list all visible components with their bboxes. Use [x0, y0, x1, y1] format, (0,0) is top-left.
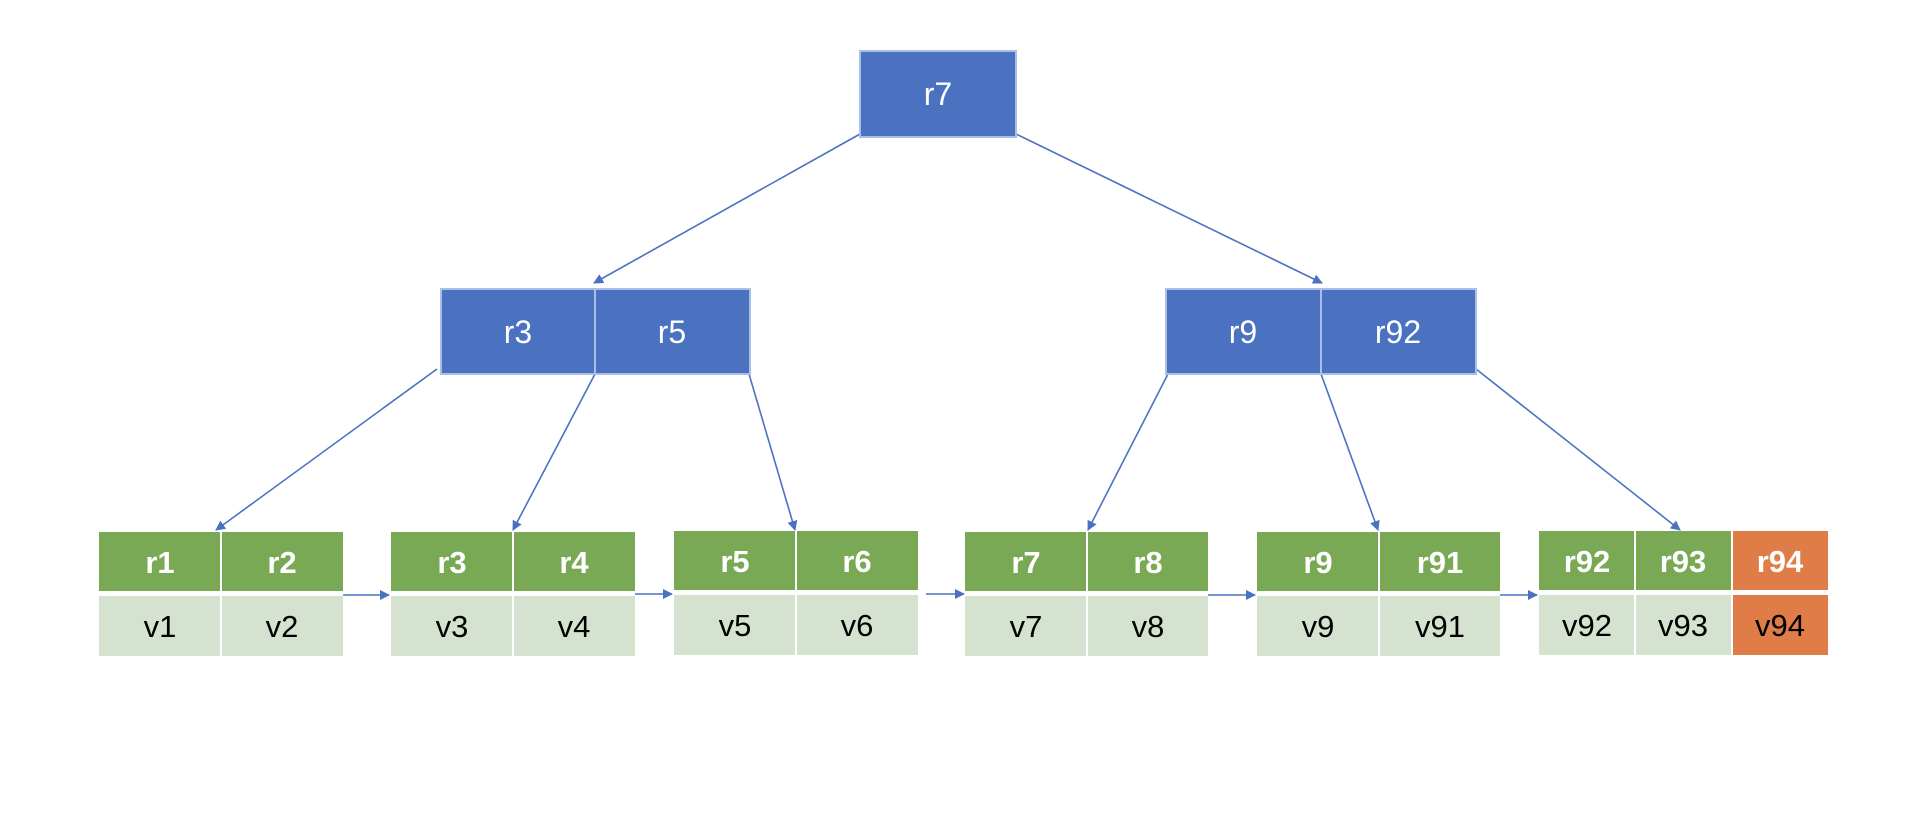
leaf-key-cell: [965, 532, 1087, 591]
leaf-key-cell: [1539, 531, 1635, 590]
leaf-key: r91: [1417, 545, 1464, 580]
internal-key: r3: [504, 314, 532, 350]
leaf-key-cell: [674, 531, 796, 590]
leaf-value: v7: [1010, 609, 1043, 644]
leaf-value-cell: [796, 595, 918, 655]
leaf-key-cell: [1379, 532, 1500, 591]
leaf-value: v9: [1302, 609, 1335, 644]
leaf-key: r2: [267, 545, 296, 580]
leaf-value: v91: [1415, 609, 1465, 644]
edge-left-internal-to-leaf-1: [215, 368, 438, 531]
leaf-key-cell: [221, 532, 343, 591]
leaf-value-cell: [1087, 596, 1208, 656]
leaf-value: v3: [436, 609, 469, 644]
leaf-key: r7: [1011, 545, 1040, 580]
root-node: r7: [859, 50, 1017, 138]
leaf-value: v92: [1562, 608, 1612, 643]
edge-root-to-left-internal: [593, 133, 861, 284]
leaf-key-cell: [1087, 532, 1208, 591]
leaf-key: r3: [437, 545, 466, 580]
leaf-value: v6: [841, 608, 874, 643]
highlighted-value: v94: [1755, 608, 1805, 643]
internal-key: r5: [658, 314, 686, 350]
leaf-node-6: r92 r93 r94 v92 v93 v94: [1539, 531, 1828, 655]
leaf-key: r9: [1303, 545, 1332, 580]
leaf-key-cell: [796, 531, 918, 590]
leaf-value-cell: [674, 595, 796, 655]
edge-right-internal-to-leaf-5: [1320, 373, 1380, 531]
internal-key-cell: [594, 288, 751, 375]
root-key-cell: [859, 50, 1017, 138]
internal-key-cell: [1320, 288, 1477, 375]
leaf-value: v4: [558, 609, 591, 644]
edge-root-to-right-internal: [1015, 133, 1323, 284]
leaf-node-2: r3 r4 v3 v4: [391, 532, 635, 656]
leaf-value: v5: [719, 608, 752, 643]
internal-node-left: r3 r5: [440, 288, 751, 375]
internal-key: r92: [1375, 314, 1421, 350]
leaf-key-cell: [1635, 531, 1732, 590]
leaf-node-1: r1 r2 v1 v2: [99, 532, 343, 656]
leaf-value: v93: [1658, 608, 1708, 643]
highlighted-key-cell: [1732, 531, 1828, 590]
leaf-value: v2: [266, 609, 299, 644]
leaf-key-cell: [513, 532, 635, 591]
leaf-value-cell: [1379, 596, 1500, 656]
leaf-key: r92: [1564, 544, 1611, 579]
leaf-key: r4: [559, 545, 589, 580]
leaf-key: r1: [145, 545, 174, 580]
leaf-key: r5: [720, 544, 749, 579]
highlighted-value-cell: [1732, 595, 1828, 655]
internal-key-cell: [440, 288, 596, 375]
leaf-value-cell: [1257, 596, 1379, 656]
leaf-value-cell: [513, 596, 635, 656]
leaf-node-3: r5 r6 v5 v6: [674, 531, 918, 655]
internal-node-right: r9 r92: [1165, 288, 1477, 375]
edge-right-internal-to-leaf-6: [1475, 368, 1681, 531]
internal-key: r9: [1229, 314, 1257, 350]
edge-left-internal-to-leaf-2: [512, 373, 596, 531]
edge-right-internal-to-leaf-4: [1087, 373, 1169, 531]
leaf-key: r8: [1133, 545, 1162, 580]
leaf-key-cell: [391, 532, 513, 591]
leaf-node-5: r9 r91 v9 v91: [1257, 532, 1500, 656]
leaf-node-4: r7 r8 v7 v8: [965, 532, 1208, 656]
leaf-key-cell: [1257, 532, 1379, 591]
edge-left-internal-to-leaf-3: [748, 373, 798, 531]
leaf-value-cell: [221, 596, 343, 656]
leaf-key-cell: [99, 532, 221, 591]
leaf-value: v1: [144, 609, 177, 644]
leaf-key: r93: [1660, 544, 1707, 579]
leaf-key: r6: [842, 544, 871, 579]
leaf-value-cell: [391, 596, 513, 656]
leaf-value-cell: [99, 596, 221, 656]
internal-key-cell: [1165, 288, 1322, 375]
leaf-value: v8: [1132, 609, 1165, 644]
edges: [215, 133, 1681, 600]
leaf-value-cell: [1635, 595, 1732, 655]
root-key: r7: [924, 76, 952, 112]
leaf-value-cell: [965, 596, 1087, 656]
highlighted-key: r94: [1757, 544, 1804, 579]
leaf-value-cell: [1539, 595, 1635, 655]
